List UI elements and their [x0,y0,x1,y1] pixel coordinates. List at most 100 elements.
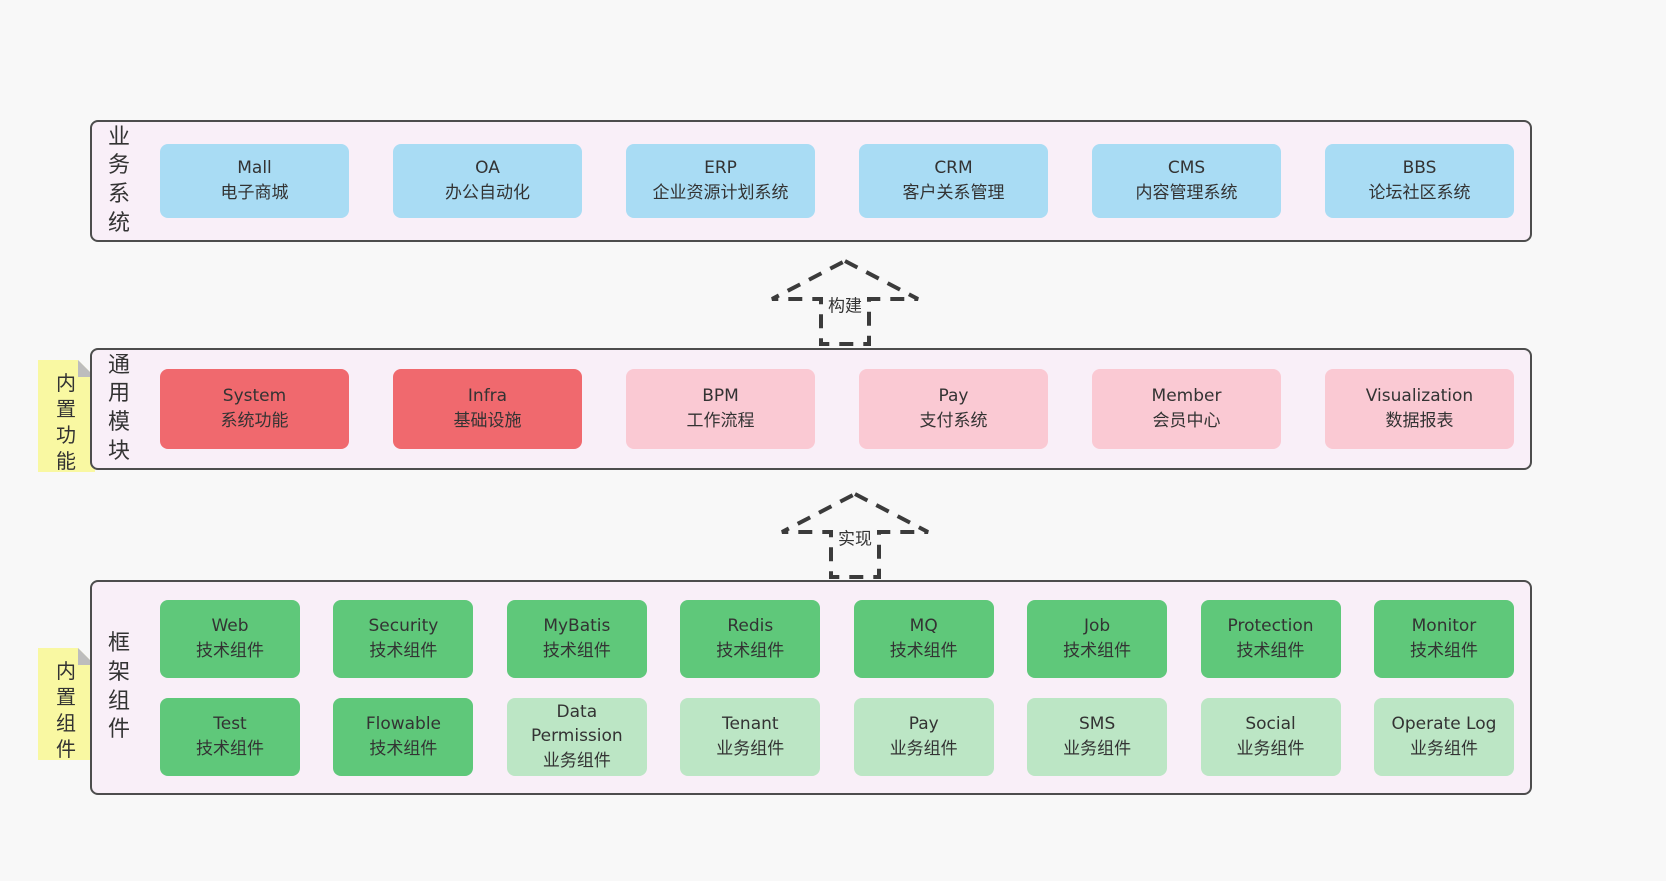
box-security-zh: 技术组件 [369,640,438,661]
box-monitor-en: Monitor [1411,615,1477,636]
box-web-en: Web [211,615,249,636]
box-cms-zh: 内容管理系统 [1135,183,1238,203]
box-system-en: System [222,386,287,407]
sticky-note-builtin-features: 内置功能 [38,360,95,473]
box-infra-en: Infra [467,386,508,407]
box-bpm-zh: 工作流程 [686,411,755,431]
box-mq-zh: 技术组件 [889,640,958,661]
box-mall-en: Mall [237,158,272,179]
box-security: Security 技术组件 [333,599,474,678]
box-cms-en: CMS [1167,158,1206,179]
box-protection: Protection 技术组件 [1200,599,1341,678]
box-mq: MQ 技术组件 [853,599,994,678]
box-operate-log-en: Operate Log [1391,713,1497,734]
box-monitor-zh: 技术组件 [1409,640,1478,661]
box-oa: OA 办公自动化 [393,144,582,218]
arrow-build-label: 构建 [825,288,865,320]
box-tenant-en: Tenant [721,713,779,734]
box-crm-zh: 客户关系管理 [902,183,1005,203]
arrow-up-outline [781,491,929,579]
box-mq-en: MQ [909,615,938,636]
panel-common-modules: 通用模块 System 系统功能 Infra 基础设施 BPM 工作流程 Pay… [90,348,1532,470]
panel-framework-label: 框架组件 [108,631,131,743]
box-member: Member 会员中心 [1092,369,1281,449]
panel-framework-components: 框架组件 Web 技术组件 Security 技术组件 MyBatis 技术组件… [90,580,1532,795]
box-data-permission-zh: 业务组件 [542,750,611,771]
box-flowable-zh: 技术组件 [369,738,438,759]
box-pay-module-en: Pay [938,386,969,407]
box-mall: Mall 电子商城 [160,144,349,218]
box-visualization: Visualization 数据报表 [1325,369,1514,449]
box-mybatis: MyBatis 技术组件 [506,599,647,678]
box-pay-component-zh: 业务组件 [889,738,958,759]
box-data-permission: Data Permission 业务组件 [506,697,647,776]
panel-business-systems: 业务系统 Mall 电子商城 OA 办公自动化 ERP 企业资源计划系统 CRM… [90,120,1532,242]
box-operate-log: Operate Log 业务组件 [1373,697,1514,776]
box-visualization-en: Visualization [1365,386,1474,407]
box-member-en: Member [1151,386,1222,407]
box-crm: CRM 客户关系管理 [859,144,1048,218]
box-sms: SMS 业务组件 [1027,697,1168,776]
box-pay-component-en: Pay [908,713,939,734]
box-pay-module: Pay 支付系统 [859,369,1048,449]
box-security-en: Security [368,615,439,636]
box-visualization-zh: 数据报表 [1385,411,1454,431]
box-flowable-en: Flowable [365,713,442,734]
box-oa-en: OA [475,158,500,179]
box-redis: Redis 技术组件 [680,599,821,678]
box-test-en: Test [213,713,247,734]
box-crm-en: CRM [934,158,973,179]
box-bbs-en: BBS [1402,158,1437,179]
box-redis-en: Redis [727,615,774,636]
box-tenant: Tenant 业务组件 [680,697,821,776]
box-oa-zh: 办公自动化 [445,183,530,203]
box-tenant-zh: 业务组件 [716,738,785,759]
box-operate-log-zh: 业务组件 [1409,738,1478,759]
box-protection-en: Protection [1227,615,1314,636]
arrow-build: 构建 [765,256,925,348]
box-test-zh: 技术组件 [196,738,264,759]
framework-row-2: Test 技术组件 Flowable 技术组件 Data Permission … [160,697,1514,776]
box-bbs: BBS 论坛社区系统 [1325,144,1514,218]
box-erp-zh: 企业资源计划系统 [652,183,789,203]
business-boxes-row: Mall 电子商城 OA 办公自动化 ERP 企业资源计划系统 CRM 客户关系… [160,144,1514,218]
box-job-zh: 技术组件 [1063,640,1132,661]
panel-business-label: 业务系统 [108,124,131,236]
box-infra-zh: 基础设施 [453,411,522,431]
box-bpm: BPM 工作流程 [626,369,815,449]
box-member-zh: 会员中心 [1152,411,1221,431]
box-social-zh: 业务组件 [1236,738,1305,759]
box-social: Social 业务组件 [1200,697,1341,776]
box-social-en: Social [1245,713,1296,734]
box-test: Test 技术组件 [160,697,300,776]
box-web-zh: 技术组件 [196,640,264,661]
box-mybatis-zh: 技术组件 [542,640,611,661]
box-erp-en: ERP [704,158,737,179]
box-job: Job 技术组件 [1027,599,1168,678]
box-pay-module-zh: 支付系统 [919,411,988,431]
box-mybatis-en: MyBatis [543,615,611,636]
box-cms: CMS 内容管理系统 [1092,144,1281,218]
box-job-en: Job [1084,615,1111,636]
box-erp: ERP 企业资源计划系统 [626,144,815,218]
box-flowable: Flowable 技术组件 [333,697,474,776]
box-sms-en: SMS [1078,713,1116,734]
box-system-zh: 系统功能 [220,411,289,431]
box-system: System 系统功能 [160,369,349,449]
box-infra: Infra 基础设施 [393,369,582,449]
box-data-permission-en: Data Permission [530,701,623,747]
box-bpm-en: BPM [702,386,739,407]
box-protection-zh: 技术组件 [1236,640,1305,661]
framework-rows: Web 技术组件 Security 技术组件 MyBatis 技术组件 Redi… [160,599,1514,776]
arrow-up-outline [771,258,919,346]
box-redis-zh: 技术组件 [716,640,785,661]
box-sms-zh: 业务组件 [1063,738,1132,759]
box-pay-component: Pay 业务组件 [853,697,994,776]
modules-boxes-row: System 系统功能 Infra 基础设施 BPM 工作流程 Pay 支付系统… [160,369,1514,449]
panel-modules-label: 通用模块 [108,352,131,464]
framework-row-1: Web 技术组件 Security 技术组件 MyBatis 技术组件 Redi… [160,599,1514,678]
sticky-note-builtin-components: 内置组件 [38,648,95,761]
box-bbs-zh: 论坛社区系统 [1368,183,1471,203]
arrow-implement: 实现 [775,489,935,581]
